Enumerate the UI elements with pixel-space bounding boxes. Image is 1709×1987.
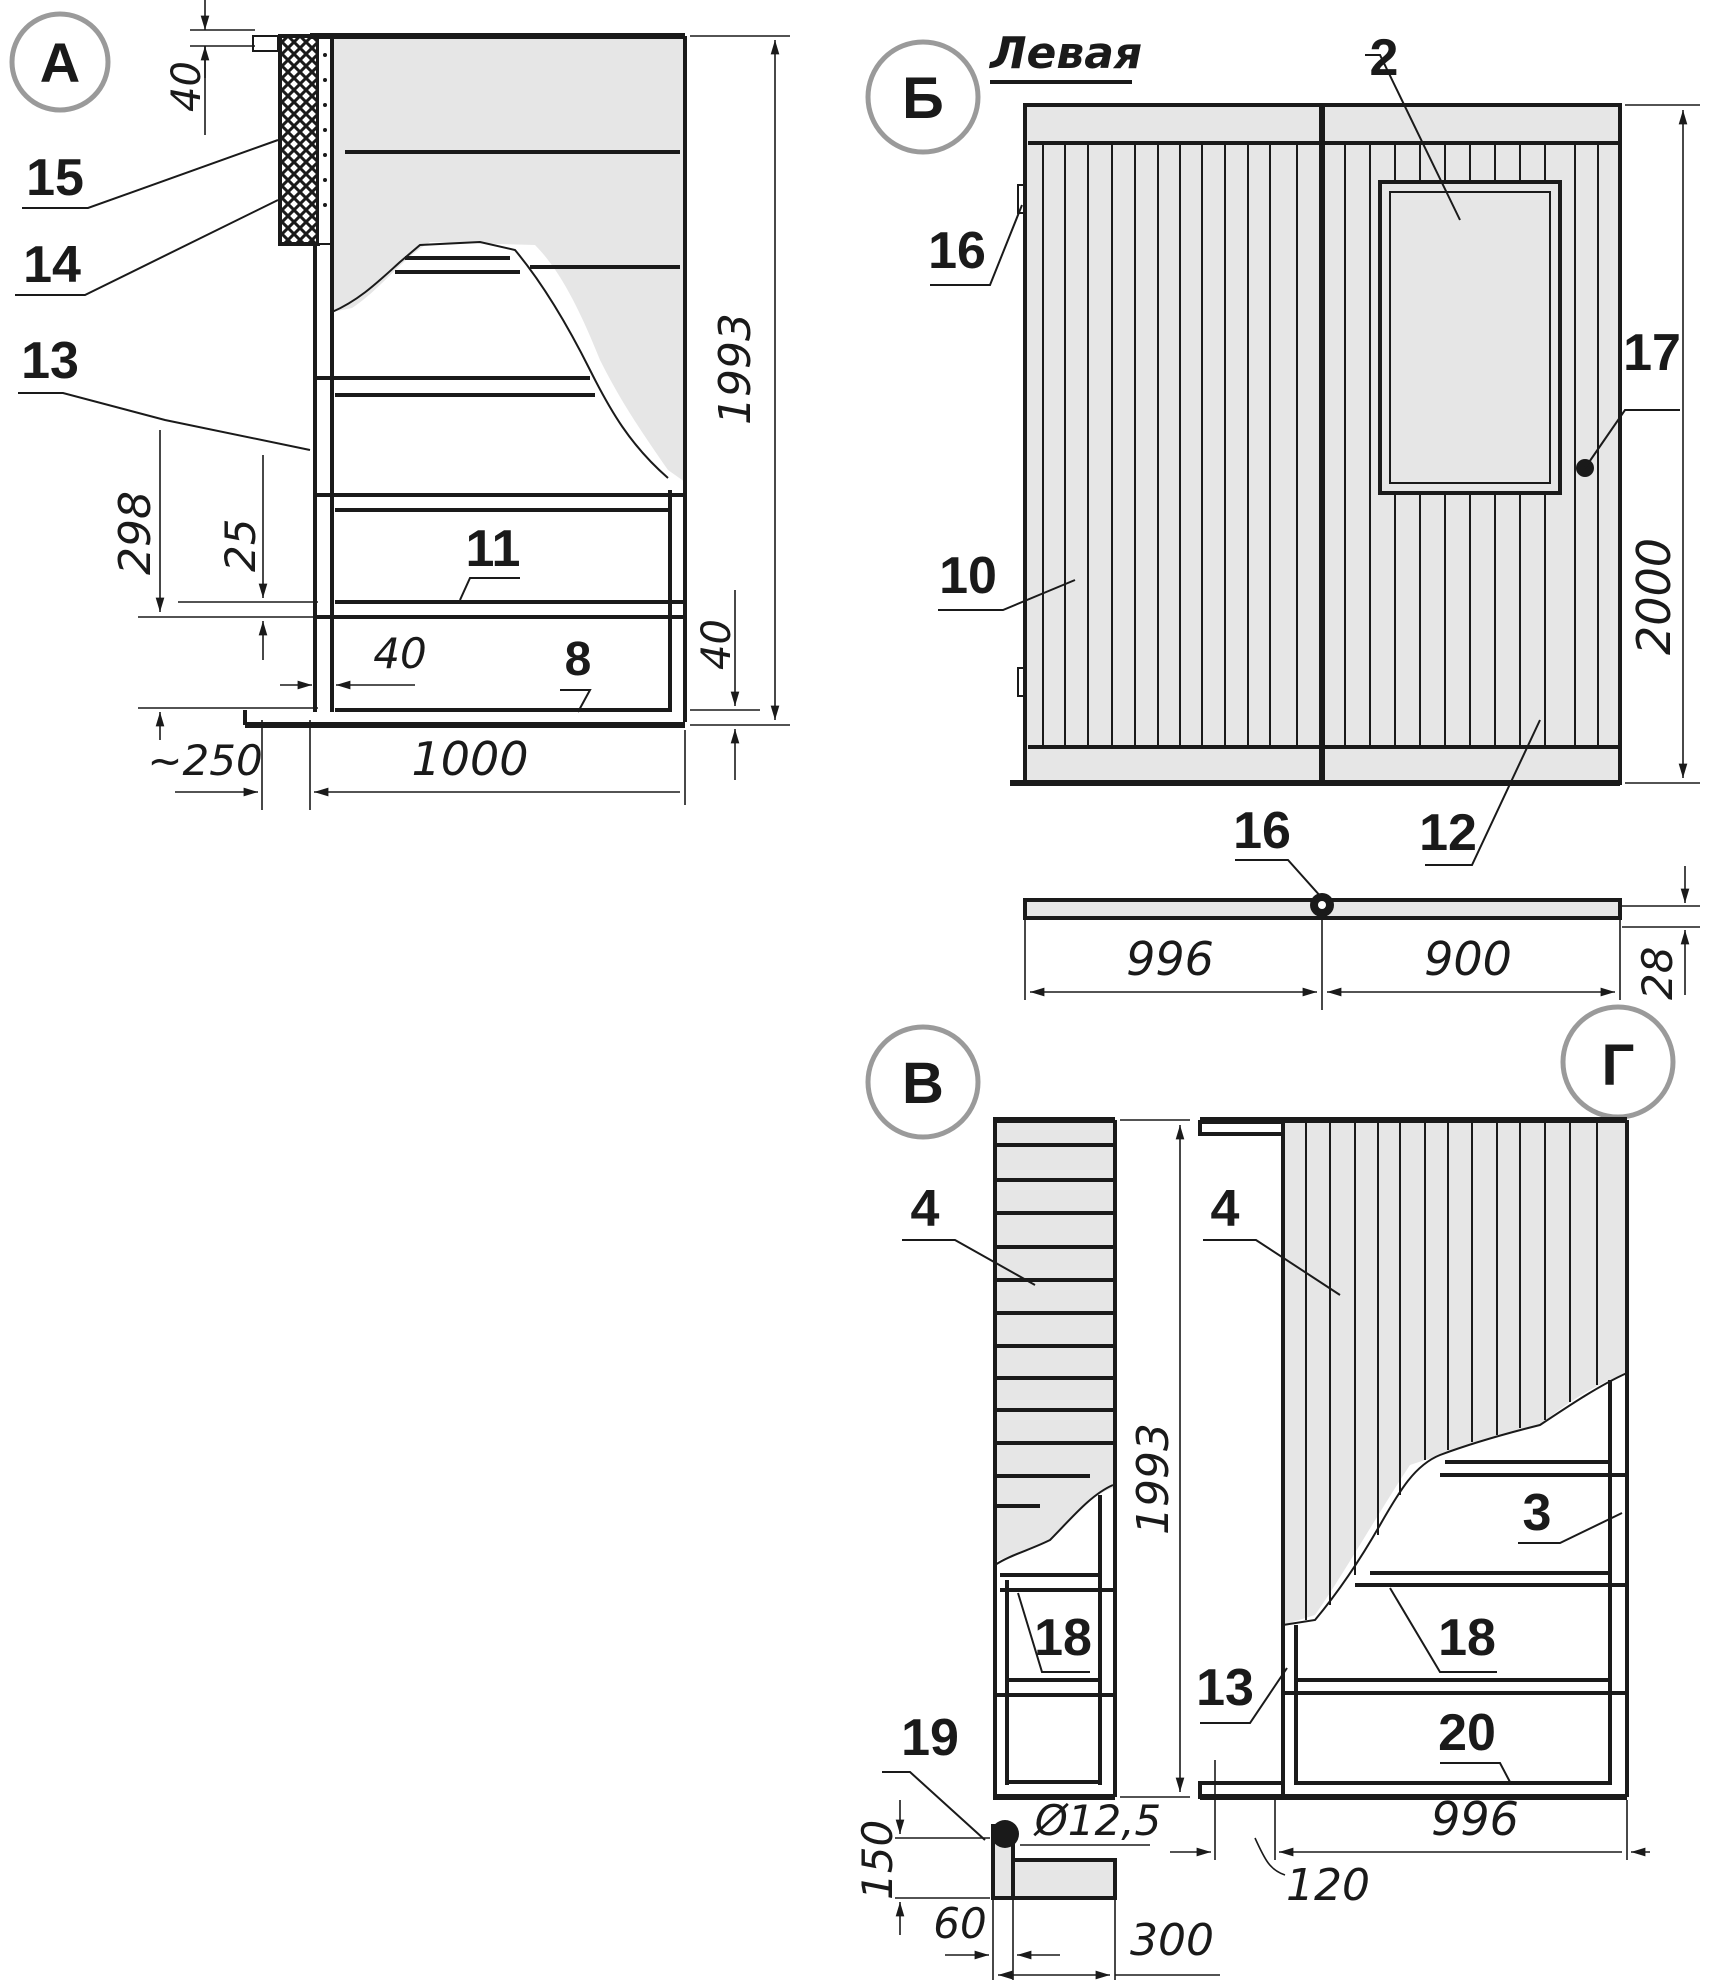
callout-13-g: 13: [1196, 1659, 1254, 1717]
cutaway-edge: [331, 240, 669, 479]
bracket-arm: [1011, 1858, 1117, 1900]
view-a: А: [9, 0, 790, 810]
dim-thickness: 28: [1633, 947, 1682, 1000]
dim-overhang: ~250: [147, 736, 262, 785]
leader-13: [18, 392, 311, 451]
dim-bracket-height: 150: [853, 1820, 902, 1900]
leader-19: [882, 1771, 986, 1841]
callout-2: 2: [1370, 29, 1399, 87]
dim-height: 1993: [710, 313, 761, 425]
leader-16-bottom: [1235, 859, 1323, 899]
view-b-marker: Б: [902, 66, 944, 131]
leader-4-g: [1203, 1239, 1341, 1296]
leader-15: [22, 139, 279, 209]
view-v-marker-circle: [865, 1024, 981, 1140]
roof-ledge: [1198, 1120, 1285, 1136]
view-b: Б Левая: [865, 28, 1700, 1010]
callout-8: 8: [565, 633, 592, 686]
view-g-marker: Г: [1602, 1033, 1635, 1098]
callout-4-g: 4: [1211, 1180, 1240, 1238]
callout-17: 17: [1623, 324, 1681, 382]
callout-15: 15: [26, 149, 84, 207]
dim-width: 1000: [411, 732, 528, 786]
vertical-boards-g: [1305, 1122, 1598, 1620]
dim-rail-spacing: 298: [110, 491, 161, 575]
dim-diameter: Ø12,5: [1033, 1796, 1162, 1845]
leader-2: [1365, 54, 1461, 221]
leader-11: [459, 577, 520, 601]
callout-16-bottom: 16: [1233, 802, 1291, 860]
callout-10: 10: [939, 547, 997, 605]
dim-gap: 25: [216, 519, 265, 572]
insulation-layer: [278, 34, 320, 246]
dim-g-offset: 120: [1286, 1860, 1370, 1911]
leader-3: [1518, 1512, 1623, 1544]
leader-13-g: [1200, 1667, 1288, 1724]
callout-14: 14: [23, 236, 81, 294]
view-v-marker: В: [902, 1051, 944, 1116]
callout-18-g: 18: [1438, 1609, 1496, 1667]
dim-v-height: 1993: [1128, 1423, 1179, 1535]
leader-10: [938, 579, 1076, 611]
leader-12: [1425, 719, 1541, 866]
leader-16-top: [930, 204, 1023, 286]
top-clip: [252, 35, 279, 52]
vapour-barrier-layer: [317, 35, 333, 245]
view-b-marker-circle: [865, 39, 981, 155]
callout-12: 12: [1419, 804, 1477, 862]
callout-3: 3: [1523, 1484, 1552, 1542]
dim-top-offset: 40: [164, 61, 210, 112]
callout-19: 19: [901, 1709, 959, 1767]
dim-right-width: 900: [1424, 932, 1512, 986]
dim-panel-height: 2000: [1627, 538, 1681, 655]
view-a-marker: А: [40, 31, 80, 94]
bracket-bolt: [991, 1820, 1019, 1848]
callout-16-top: 16: [928, 222, 986, 280]
leader-8: [560, 689, 592, 713]
dim-bracket-length: 300: [1130, 1915, 1214, 1966]
dim-left-width: 996: [1126, 932, 1214, 986]
view-g: Г 4 3 18 13: [1170, 1004, 1676, 1911]
callout-18-v: 18: [1034, 1609, 1092, 1667]
hinge-bottom: [1017, 667, 1027, 697]
leader-4-v: [902, 1239, 1036, 1286]
leader-14: [15, 199, 279, 296]
view-b-subtitle: Левая: [988, 28, 1142, 79]
dim-g-width: 996: [1431, 1792, 1519, 1846]
callout-11: 11: [466, 520, 521, 578]
cladding-panel: [332, 36, 685, 482]
view-a-marker-circle: [9, 11, 111, 113]
callout-20: 20: [1438, 1704, 1496, 1762]
leader-20: [1440, 1762, 1511, 1783]
dim-bracket-width: 60: [933, 1899, 986, 1948]
leader-18-v: [1017, 1592, 1090, 1673]
dim-bottom-rail: 40: [694, 619, 740, 670]
vertical-boards: [1042, 143, 1599, 747]
view-v: В 4 18 1993: [853, 1024, 1220, 1980]
hinge-top: [1017, 184, 1027, 214]
callout-13: 13: [21, 332, 79, 390]
window-opening: [1378, 180, 1562, 495]
leader-18-g: [1389, 1587, 1497, 1673]
callout-4-v: 4: [911, 1180, 940, 1238]
dim-post-width: 40: [373, 629, 426, 678]
leader-17: [1584, 409, 1680, 469]
